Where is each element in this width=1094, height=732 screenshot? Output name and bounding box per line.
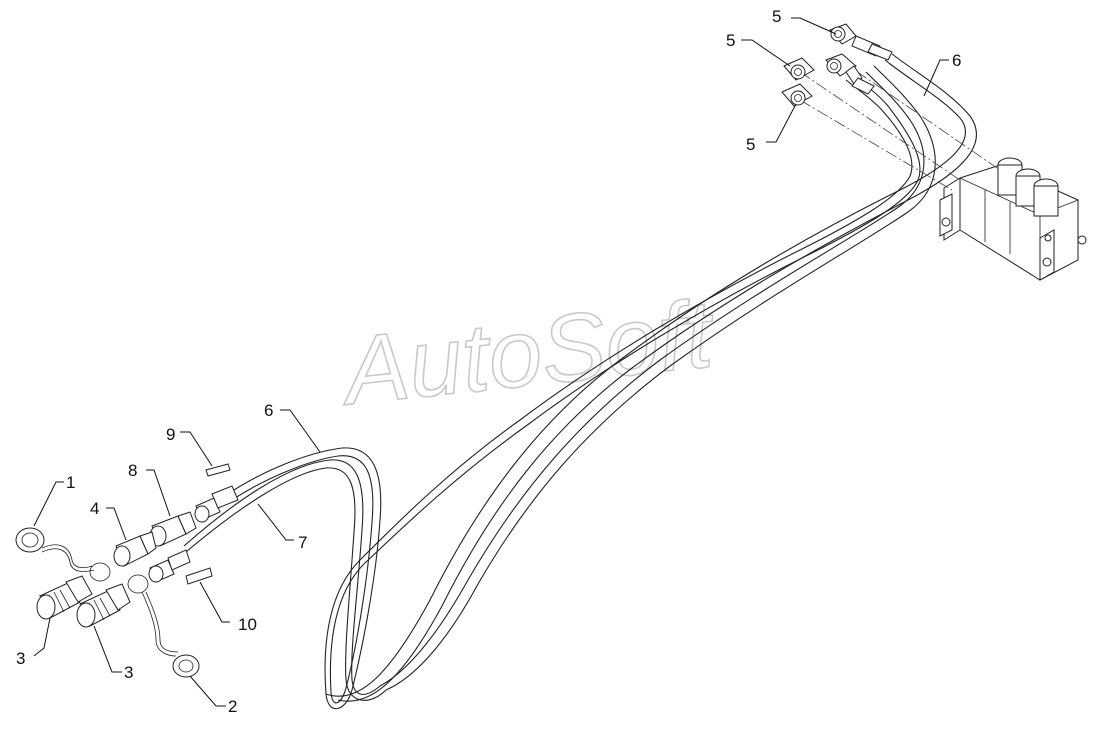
hose-run-a [325, 59, 966, 697]
callout-6-left: 6 [264, 401, 273, 420]
elbow-fittings [781, 23, 893, 107]
hose-assembly [183, 53, 977, 710]
watermark: AutoSoft [334, 279, 721, 426]
dust-cap-2 [141, 591, 200, 678]
clamp-10 [185, 567, 213, 585]
hose-run-f [363, 75, 921, 565]
callout-6-top: 6 [952, 51, 961, 70]
callout-1: 1 [66, 473, 75, 492]
callout-2: 2 [228, 697, 237, 716]
fitting-5-left-upper [783, 57, 815, 81]
hose-crimp-mid [851, 77, 875, 95]
callouts: 1 2 3 3 4 5 5 5 6 6 7 8 9 10 [16, 7, 961, 716]
callout-5-left: 5 [726, 31, 735, 50]
callout-7: 7 [298, 533, 307, 552]
hose-6-inner-b [185, 467, 387, 701]
fitting-5-top [829, 23, 881, 57]
adapter-4 [113, 531, 157, 567]
alignment-lines [799, 59, 1001, 191]
callout-5-top: 5 [772, 7, 781, 26]
hose-end-upper [194, 485, 239, 523]
hose-6-outer-b [225, 455, 374, 704]
o-ring-right [127, 574, 149, 594]
fitting-5-mid [825, 53, 863, 85]
coupler-3-right [76, 583, 131, 628]
callout-3-left: 3 [16, 649, 25, 668]
coupler-3-left [36, 575, 93, 620]
callout-8: 8 [128, 461, 137, 480]
valve-block [939, 157, 1087, 281]
adapter-8 [149, 511, 197, 547]
hose-crimp-top [867, 43, 893, 61]
hose-run-d [385, 65, 936, 691]
callout-9: 9 [166, 425, 175, 444]
o-ring-left [89, 562, 111, 582]
callout-3-right: 3 [124, 663, 133, 682]
leader-lines [33, 17, 949, 707]
lower-fittings [15, 463, 239, 678]
hose-run-c [379, 71, 925, 687]
dust-cap-1 [15, 527, 95, 572]
hose-6-outer-a [221, 447, 382, 710]
hose-run-e [359, 79, 913, 561]
watermark-text: AutoSoft [335, 280, 721, 426]
callout-4: 4 [90, 499, 99, 518]
fitting-5-left-lower [781, 83, 813, 107]
callout-10: 10 [238, 615, 257, 634]
hose-end-lower [148, 549, 191, 583]
callout-5-bottom: 5 [746, 135, 755, 154]
hose-6-inner-a [183, 459, 381, 695]
clamp-9 [205, 463, 231, 477]
hose-run-b [337, 53, 977, 702]
